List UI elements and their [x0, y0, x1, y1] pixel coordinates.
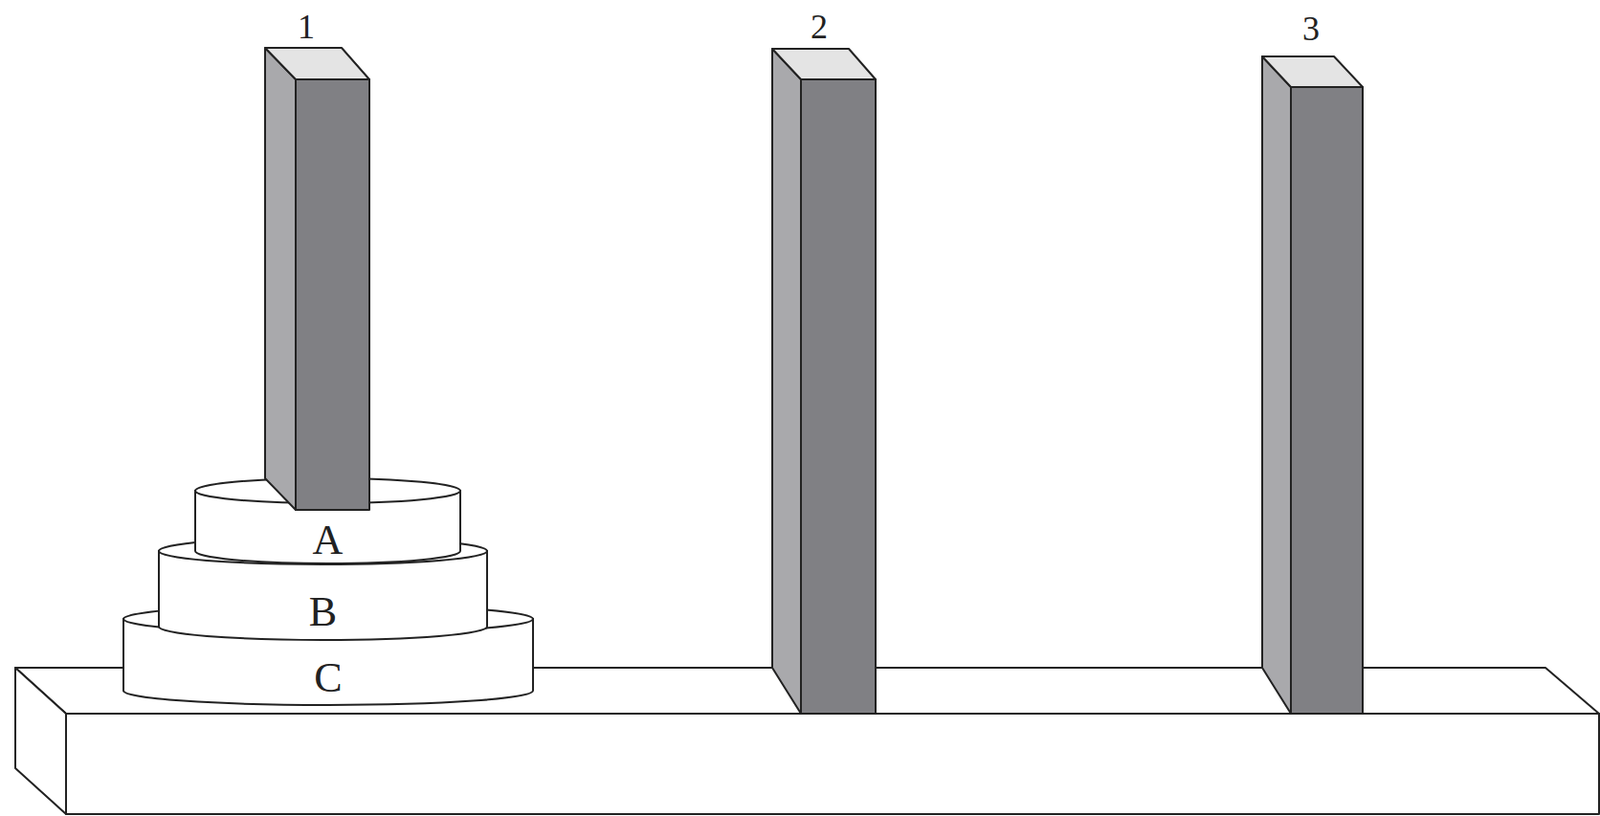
disk-body — [195, 490, 461, 564]
peg-front — [800, 79, 876, 714]
peg-side — [265, 47, 296, 511]
disk-letter: C — [313, 657, 342, 700]
base-side — [15, 667, 67, 815]
peg-number: 2 — [810, 9, 828, 45]
peg-number: 1 — [297, 9, 315, 45]
disk-letter: B — [309, 591, 337, 634]
disk-letter: A — [312, 519, 344, 562]
peg-front — [1290, 87, 1363, 714]
disk-top — [195, 478, 461, 504]
peg-top — [265, 47, 370, 80]
peg-top — [1262, 56, 1363, 88]
peg-top — [772, 48, 876, 80]
peg-number: 3 — [1302, 11, 1320, 46]
peg-side — [1262, 56, 1291, 714]
peg-front — [295, 79, 370, 511]
peg-side — [772, 48, 801, 714]
base-front — [66, 713, 1600, 815]
